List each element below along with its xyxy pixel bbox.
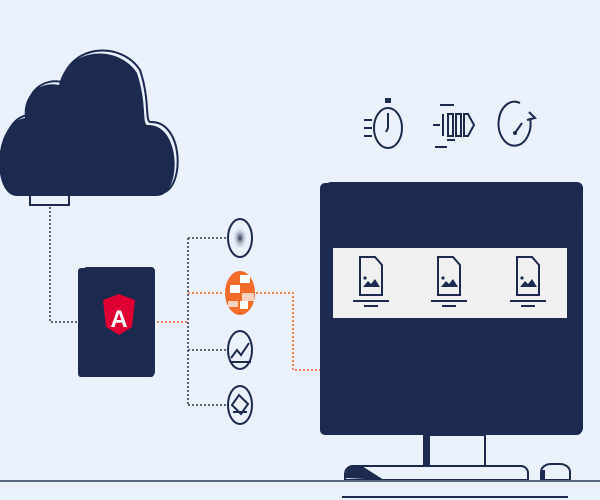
connector-options-trunk bbox=[187, 237, 226, 406]
web-page bbox=[331, 234, 578, 399]
stopwatch-icon bbox=[364, 98, 403, 149]
text-lines bbox=[463, 355, 557, 390]
scrollbar[interactable] bbox=[569, 290, 572, 310]
image-crop-icon bbox=[230, 393, 250, 416]
gallery-image-file bbox=[431, 256, 467, 307]
image-crop-option[interactable] bbox=[227, 385, 253, 425]
browser-button-filled[interactable] bbox=[518, 212, 535, 224]
browser-button[interactable] bbox=[539, 211, 558, 225]
connector-cloud-to-angular bbox=[49, 207, 78, 323]
angular-logo-letter: A bbox=[110, 306, 127, 333]
speedometer-icon bbox=[497, 100, 537, 147]
blur-icon bbox=[232, 226, 248, 250]
page-nav-bar bbox=[332, 235, 567, 248]
image-file-icon bbox=[76, 81, 99, 126]
address-dots: ••••• bbox=[335, 214, 353, 225]
angular-logo: A bbox=[103, 294, 135, 335]
fast-forward-icon bbox=[433, 104, 476, 148]
angular-box[interactable]: A bbox=[78, 267, 155, 377]
source-image-file bbox=[29, 126, 70, 206]
gallery-image-file bbox=[353, 256, 389, 307]
music-file-icon: ♫ bbox=[105, 81, 128, 126]
svg-text:♫: ♫ bbox=[112, 101, 123, 117]
chart-option[interactable] bbox=[227, 330, 253, 370]
video-file-icon bbox=[76, 133, 99, 178]
power-led bbox=[454, 419, 460, 425]
image-file-icon bbox=[105, 133, 128, 178]
cloud-file-grid: ♫ bbox=[76, 81, 157, 178]
address-bar[interactable] bbox=[331, 211, 513, 225]
image-file-icon bbox=[134, 133, 157, 178]
pixelate-option[interactable] bbox=[225, 271, 255, 315]
pixelate-icon bbox=[228, 275, 254, 309]
browser-toolbar: ••••• bbox=[331, 211, 579, 225]
monitor: ••••• bbox=[320, 182, 583, 435]
monitor-stand bbox=[423, 434, 486, 467]
blur-option[interactable] bbox=[227, 218, 253, 258]
mouse bbox=[540, 463, 571, 481]
browser-button[interactable] bbox=[561, 211, 579, 225]
gallery-image-file bbox=[510, 256, 546, 307]
cloud bbox=[0, 49, 179, 196]
keyboard bbox=[344, 465, 529, 481]
chart-icon bbox=[230, 342, 251, 363]
pixelated-image-preview bbox=[344, 328, 449, 399]
